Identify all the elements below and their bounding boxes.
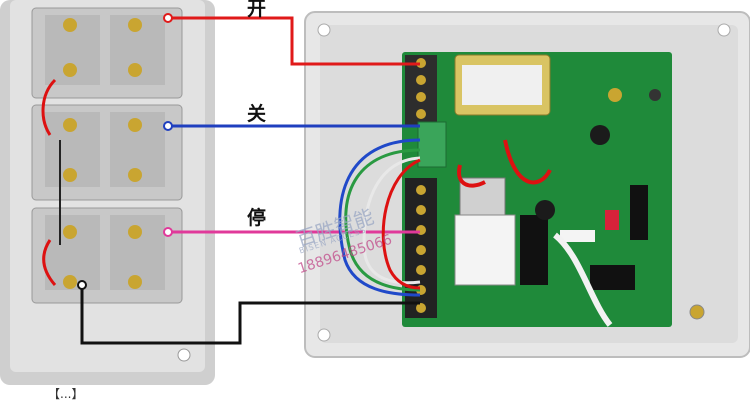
switch-module-open (31, 7, 183, 99)
switch-module-close (31, 104, 183, 201)
wire-open (168, 16, 420, 66)
switch-module-stop (31, 207, 183, 304)
wiring (77, 13, 421, 345)
bottom-caption: 【...】 (48, 387, 84, 401)
label-open: 开 (247, 0, 267, 20)
label-close: 关 (247, 103, 267, 125)
push-button-switch-box (0, 0, 215, 385)
label-stop: 停 (247, 207, 267, 229)
control-pcb (402, 52, 672, 327)
wire-common (80, 285, 420, 345)
